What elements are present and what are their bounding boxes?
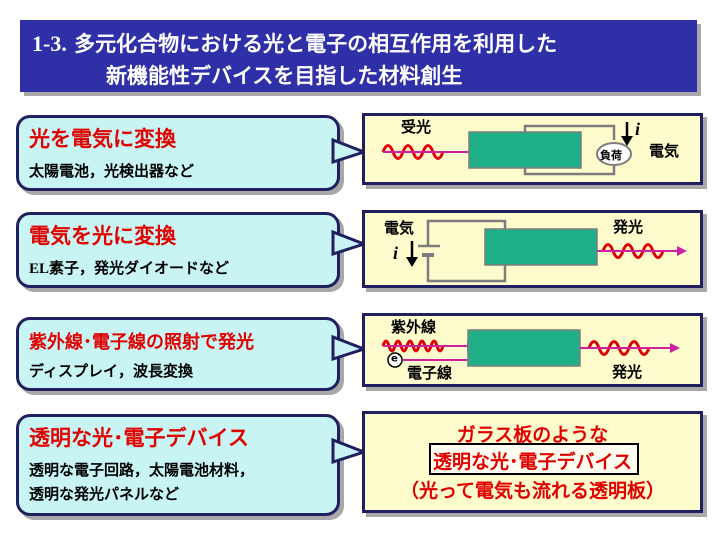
callout-subtitle: EL素子，発光ダイオードなど [29,257,229,278]
circuit-wire [426,256,507,283]
panel-text-line-1: ガラス板のような [456,424,609,446]
callout-pointer [331,334,369,362]
el-prefix: EL [29,261,50,277]
device-block [484,228,598,266]
glass-plate-frame [429,443,639,475]
callout-subtitle: 太陽電池，光検出器など [29,162,195,180]
callout-pointer [331,137,369,165]
electricity-label: 電気 [649,142,680,160]
callout-pointer [331,437,369,465]
electron-symbol [387,352,403,368]
panel-uv-emission: 紫外線 e- 電子線 発光 [362,313,703,387]
panel-transparent-device: ガラス板のような 透明な光･電子デバイス （光って電気も流れる透明板） [362,411,703,513]
callout-title: 紫外線･電子線の照射で発光 [29,332,254,353]
circuit-wire [426,219,507,247]
light-arrow-head [670,343,680,353]
panel-light-to-electricity: 受光 i 負荷 電気 [362,113,703,185]
electron-label: 電子線 [407,364,453,382]
current-arrow-head [406,257,418,267]
electricity-label: 電気 [384,219,415,237]
header-line-1: 1-3. 多元化合物における光と電子の相互作用を利用した [32,28,557,58]
callout-title: 電気を光に変換 [29,224,176,248]
header-line-2: 新機能性デバイスを目指した材料創生 [106,64,463,88]
current-arrow-head [621,136,633,146]
callout-electricity-to-light: 電気を光に変換 EL素子，発光ダイオードなど [16,212,340,288]
callout-subtitle-2: 透明な発光パネルなど [29,485,180,503]
panel-text-line-3: （光って電気も流れる透明板） [399,480,666,502]
current-label: i [393,243,399,263]
callout-pointer [331,229,369,257]
panel-electricity-to-light: 電気 i 発光 [362,210,703,288]
panel-diagram [381,329,680,368]
device-block [468,131,582,169]
circuit-wire [523,124,616,140]
electron-symbol-text: e [391,353,398,365]
section-number: 1-3. [32,31,67,56]
header-title-1: 多元化合物における光と電子の相互作用を利用した [66,32,558,56]
electron-symbol-label: e- [391,351,401,364]
callout-subtitle: 透明な電子回路，太陽電池材料， [29,461,255,479]
electron-symbol-sup: - [397,351,401,359]
uv-label: 紫外線 [391,318,437,336]
panel-diagram [406,219,687,283]
device-block [467,329,581,367]
callout-title: 光を電気に変換 [29,127,176,151]
panel-text-line-2: 透明な光･電子デバイス [433,451,632,473]
emission-label: 発光 [612,363,643,381]
callout-title: 透明な光･電子デバイス [29,426,249,450]
slide-header: 1-3. 多元化合物における光と電子の相互作用を利用した 新機能性デバイスを目指… [20,20,697,92]
emission-label: 発光 [613,218,644,236]
load-label: 負荷 [600,149,622,162]
callout-light-to-electricity: 光を電気に変換 太陽電池，光検出器など [16,115,340,191]
current-label: i [635,119,641,139]
subtitle-text: 素子，発光ダイオードなど [49,259,230,277]
load-symbol [596,142,632,166]
callout-subtitle: ディスプレイ，波長変換 [29,362,193,380]
panel-diagram [381,122,633,176]
callout-transparent-device: 透明な光･電子デバイス 透明な電子回路，太陽電池材料， 透明な発光パネルなど [16,414,340,516]
light-label: 受光 [401,118,432,136]
light-arrow-head [677,246,687,256]
callout-uv-emission: 紫外線･電子線の照射で発光 ディスプレイ，波長変換 [16,317,340,391]
circuit-wire [523,166,616,176]
